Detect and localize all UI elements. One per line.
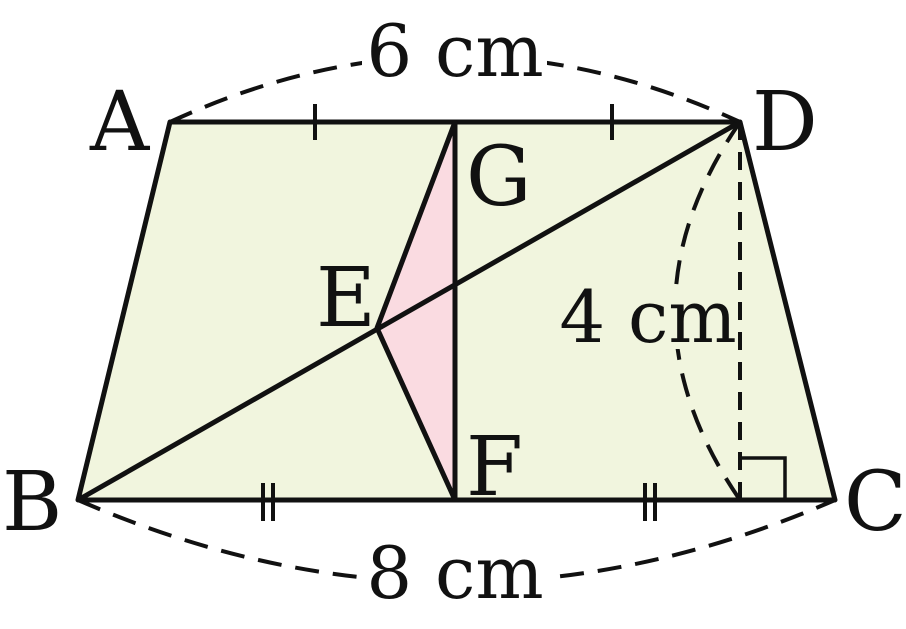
label-bg-top — [362, 16, 547, 86]
dimension-label-height: 4 cm — [559, 275, 736, 359]
dimension-label-bottom: 8 cm — [366, 531, 543, 615]
point-label-f: F — [466, 420, 523, 515]
point-label-d: D — [752, 75, 818, 170]
double-tick-mark-fc — [643, 483, 657, 521]
point-label-g: G — [466, 130, 532, 225]
diagonal-bd — [76, 119, 742, 503]
dimension-label-top: 6 cm — [366, 9, 543, 93]
right-angle-mark — [740, 456, 787, 500]
point-label-e: E — [316, 251, 376, 346]
point-label-b: B — [2, 455, 62, 550]
point-label-a: A — [89, 75, 151, 170]
double-tick-mark-bf — [261, 483, 275, 521]
point-label-c: C — [844, 455, 906, 550]
dimension-arc-top — [169, 54, 741, 124]
label-bg-height — [562, 285, 734, 349]
label-bg-bottom — [362, 538, 547, 608]
